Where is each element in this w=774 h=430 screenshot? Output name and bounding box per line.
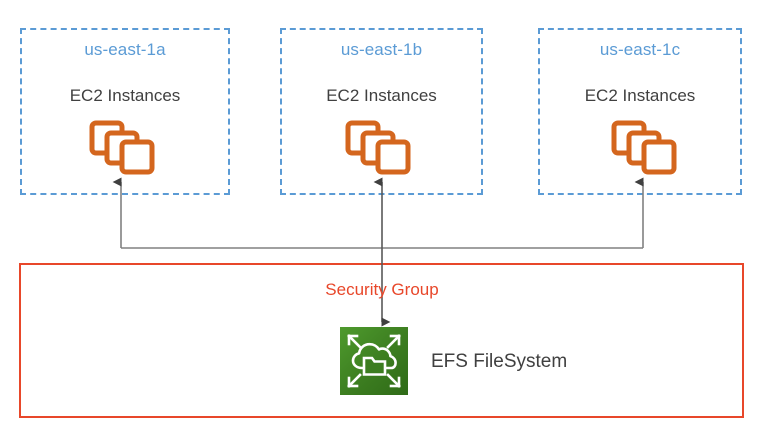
efs-filesystem-icon[interactable]: [340, 327, 408, 395]
security-group-label: Security Group: [325, 280, 439, 299]
availability-zone-us-east-1c[interactable]: [538, 28, 742, 195]
az-label-us-east-1c: us-east-1c: [599, 40, 681, 59]
az-resource-label-us-east-1b: EC2 Instances: [326, 86, 437, 105]
ec2-instances-icon[interactable]: [89, 120, 161, 176]
efs-filesystem-label: EFS FileSystem: [431, 351, 568, 372]
availability-zone-us-east-1a[interactable]: [20, 28, 230, 195]
az-resource-label-us-east-1a: EC2 Instances: [69, 86, 181, 105]
ec2-instances-icon[interactable]: [345, 120, 417, 176]
az-resource-label-us-east-1c: EC2 Instances: [584, 86, 696, 105]
az-label-us-east-1b: us-east-1b: [340, 40, 423, 59]
az-label-us-east-1a: us-east-1a: [84, 40, 166, 59]
ec2-instances-icon[interactable]: [611, 120, 683, 176]
